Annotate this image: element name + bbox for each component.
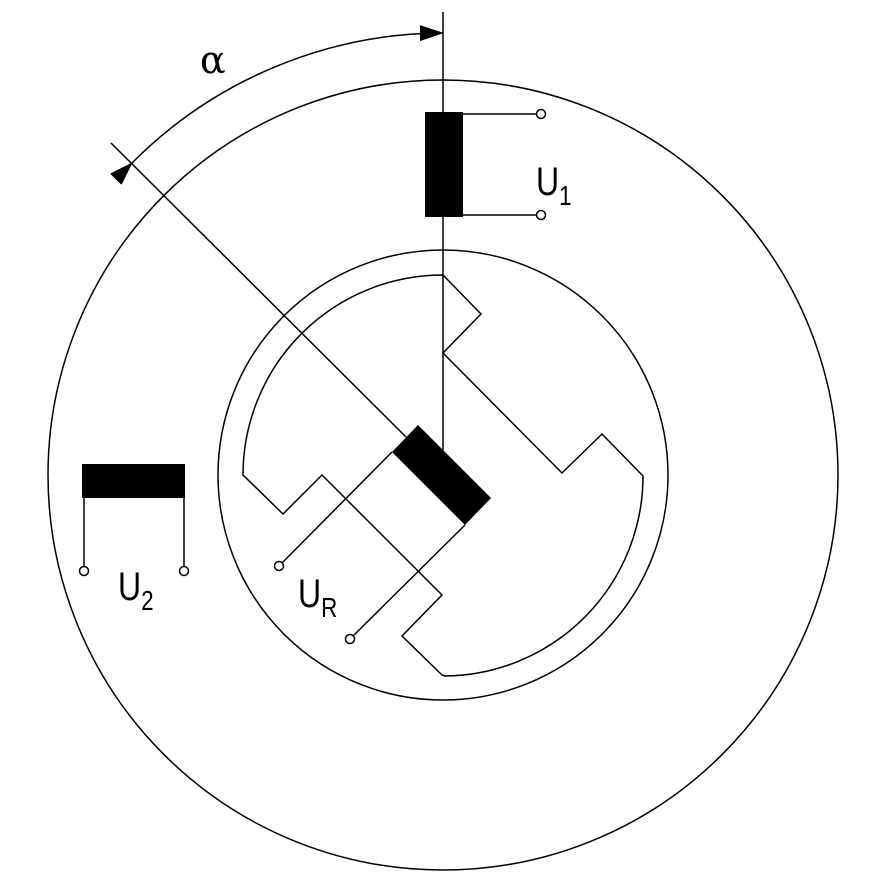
ur-label: UR xyxy=(298,572,337,624)
alpha-label: α xyxy=(200,38,226,82)
ur-label-sub: R xyxy=(321,592,338,623)
ur-terminal-2 xyxy=(344,633,356,645)
rotor-winding-outline xyxy=(242,274,644,677)
rotor-coil xyxy=(392,425,491,525)
alpha-angle-arc xyxy=(110,25,444,185)
u2-terminal-right xyxy=(178,565,190,577)
u2-label: U2 xyxy=(118,565,154,617)
rotor-axis-line xyxy=(110,142,407,438)
u1-terminal-bottom xyxy=(535,209,547,221)
ur-lead-1 xyxy=(281,451,393,564)
u1-label-sub: 1 xyxy=(559,180,572,211)
u2-label-main: U xyxy=(118,565,142,609)
stator-coil-u2 xyxy=(82,464,185,498)
ur-lead-2 xyxy=(352,524,466,637)
u1-label-main: U xyxy=(536,160,560,204)
u2-label-sub: 2 xyxy=(141,585,154,616)
ur-label-main: U xyxy=(298,572,322,616)
u1-terminal-top xyxy=(535,108,547,120)
u1-label: U1 xyxy=(536,160,572,212)
stator-coil-u1 xyxy=(425,112,463,217)
ur-terminal-1 xyxy=(273,560,285,572)
u2-terminal-left xyxy=(78,565,90,577)
